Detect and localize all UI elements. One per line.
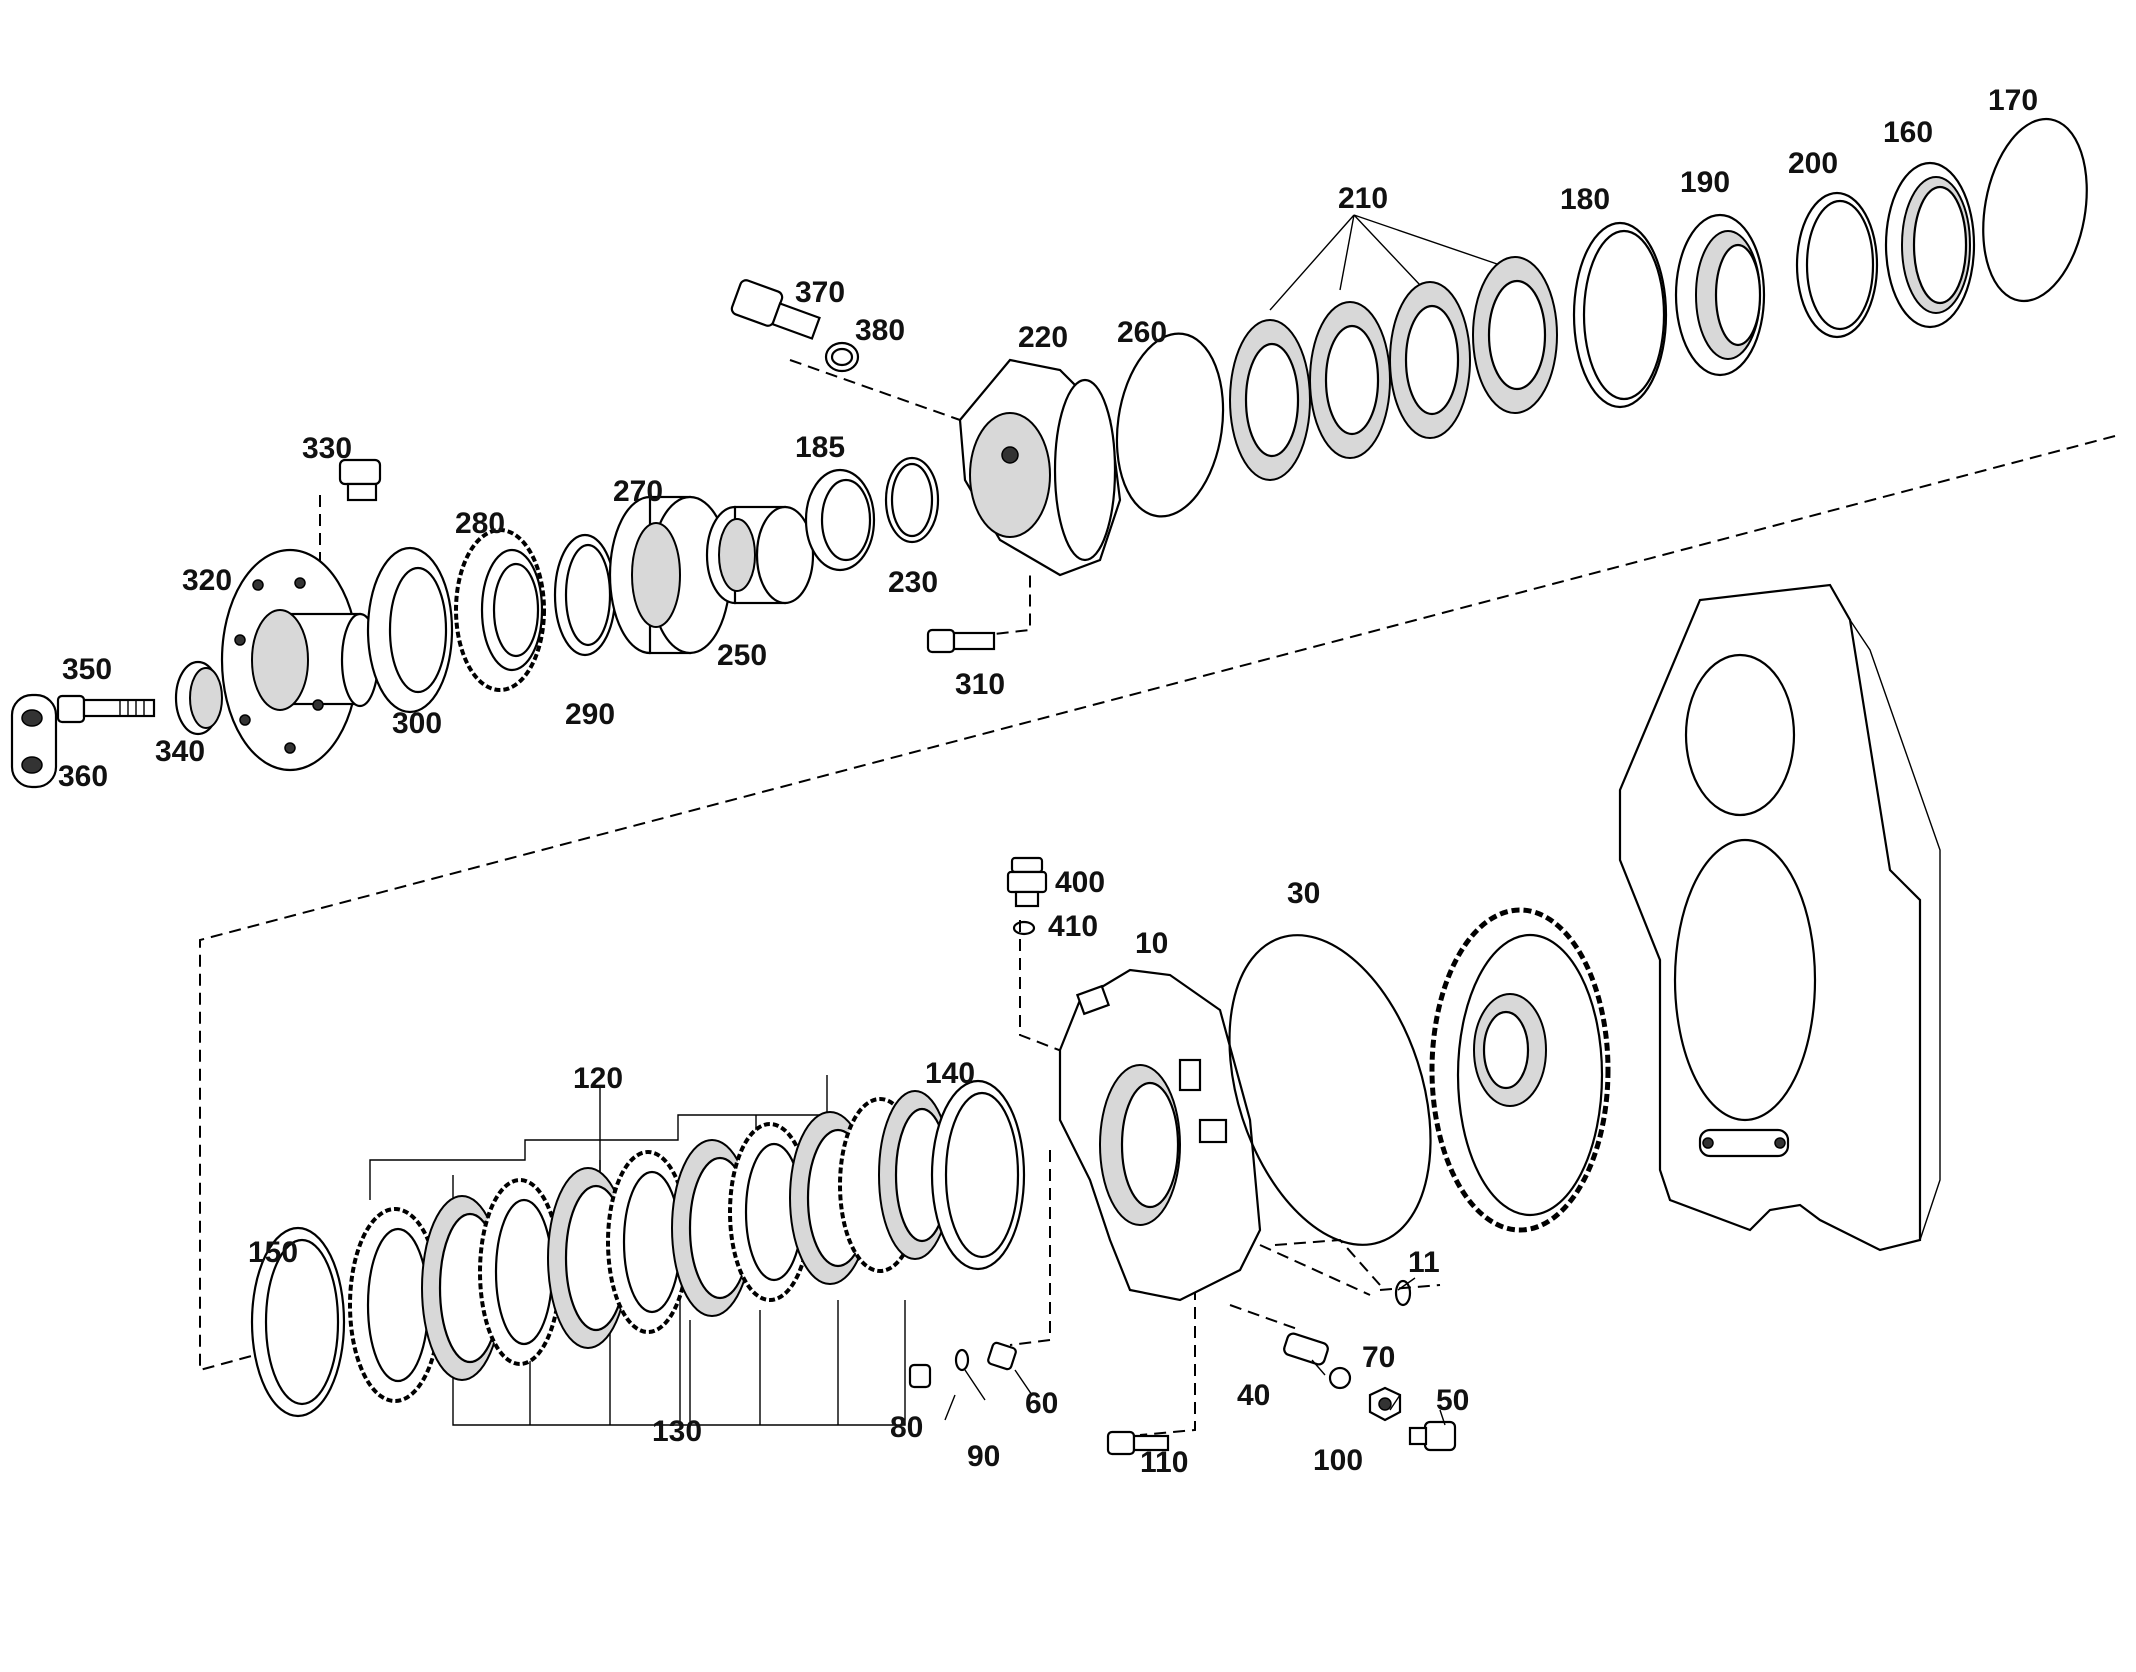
label-320: 320 [182, 564, 232, 597]
label-120: 120 [573, 1062, 623, 1095]
part-250-sleeve [705, 505, 815, 605]
part-220-housing [958, 358, 1122, 577]
label-80: 80 [890, 1411, 923, 1444]
part-330-screw [338, 458, 382, 502]
label-160: 160 [1883, 116, 1933, 149]
label-400: 400 [1055, 866, 1105, 899]
part-11-oring [1394, 1279, 1412, 1307]
part-400-plug [1006, 856, 1048, 908]
part-410-oring [1012, 920, 1036, 936]
part-230-ring [884, 456, 940, 544]
part-labels: 10 11 30 40 50 60 70 80 90 100 110 120 1… [58, 84, 2038, 1479]
label-230: 230 [888, 566, 938, 599]
part-30-oring [1228, 934, 1432, 1246]
label-200: 200 [1788, 147, 1838, 180]
part-370-sensor [730, 279, 821, 340]
part-100-nut [1368, 1386, 1402, 1422]
part-290-ring [553, 533, 617, 657]
label-180: 180 [1560, 183, 1610, 216]
part-260-oring [1115, 332, 1225, 518]
part-120-130-clutch-pack [348, 1090, 952, 1403]
label-150: 150 [248, 1236, 298, 1269]
part-190-bearing-cup [1674, 213, 1766, 377]
part-140-ring [930, 1079, 1026, 1271]
part-gearbox-housing [1618, 583, 1941, 1252]
label-50: 50 [1436, 1384, 1469, 1417]
label-330: 330 [302, 432, 352, 465]
leader-lines [944, 1277, 1446, 1426]
label-110: 110 [1140, 1446, 1188, 1479]
label-60: 60 [1025, 1387, 1058, 1420]
label-190: 190 [1680, 166, 1730, 199]
label-410: 410 [1048, 910, 1098, 943]
label-40: 40 [1237, 1379, 1270, 1412]
part-340-disc [174, 660, 223, 736]
label-10: 10 [1135, 927, 1168, 960]
part-50-screw [1408, 1420, 1457, 1452]
label-280: 280 [455, 507, 505, 540]
label-270: 270 [613, 475, 663, 508]
part-200-ring [1795, 191, 1879, 339]
label-140: 140 [925, 1057, 975, 1090]
label-30: 30 [1287, 877, 1320, 910]
part-80-plug [908, 1363, 932, 1389]
part-360-tab-washer [10, 693, 58, 789]
part-320-flange [220, 548, 380, 772]
part-90-oring [954, 1348, 970, 1372]
label-290: 290 [565, 698, 615, 731]
label-370: 370 [795, 276, 845, 309]
part-185-ring [804, 468, 876, 572]
label-350: 350 [62, 653, 112, 686]
label-210: 210 [1338, 182, 1388, 215]
part-150-ring [250, 1226, 346, 1418]
label-340: 340 [155, 735, 205, 768]
part-60-plug [987, 1341, 1017, 1371]
label-130: 130 [652, 1415, 702, 1448]
label-360: 360 [58, 760, 108, 793]
label-185: 185 [795, 431, 845, 464]
part-160-seal [1884, 161, 1976, 329]
label-70: 70 [1362, 1341, 1395, 1374]
part-350-screw [56, 694, 156, 724]
part-110-screw [1106, 1430, 1170, 1456]
part-210-discs [1229, 256, 1558, 481]
label-90: 90 [967, 1440, 1000, 1473]
part-gear [1429, 907, 1611, 1233]
label-300: 300 [392, 707, 442, 740]
label-260: 260 [1117, 316, 1167, 349]
label-170: 170 [1988, 84, 2038, 117]
part-180-ring [1572, 221, 1668, 409]
part-170-ring [1982, 117, 2088, 303]
label-100: 100 [1313, 1444, 1363, 1477]
part-310-screw [926, 628, 996, 654]
part-70-plug [1328, 1366, 1352, 1390]
part-380-oring [824, 341, 860, 373]
part-10-housing [1058, 968, 1262, 1302]
part-40-pin [1283, 1332, 1329, 1366]
label-250: 250 [717, 639, 767, 672]
label-220: 220 [1018, 321, 1068, 354]
label-11: 11 [1408, 1246, 1440, 1279]
group-bracket-lines [369, 214, 1501, 1430]
label-380: 380 [855, 314, 905, 347]
part-280-gear [454, 528, 546, 692]
part-300-seal [366, 546, 454, 714]
label-310: 310 [955, 668, 1005, 701]
